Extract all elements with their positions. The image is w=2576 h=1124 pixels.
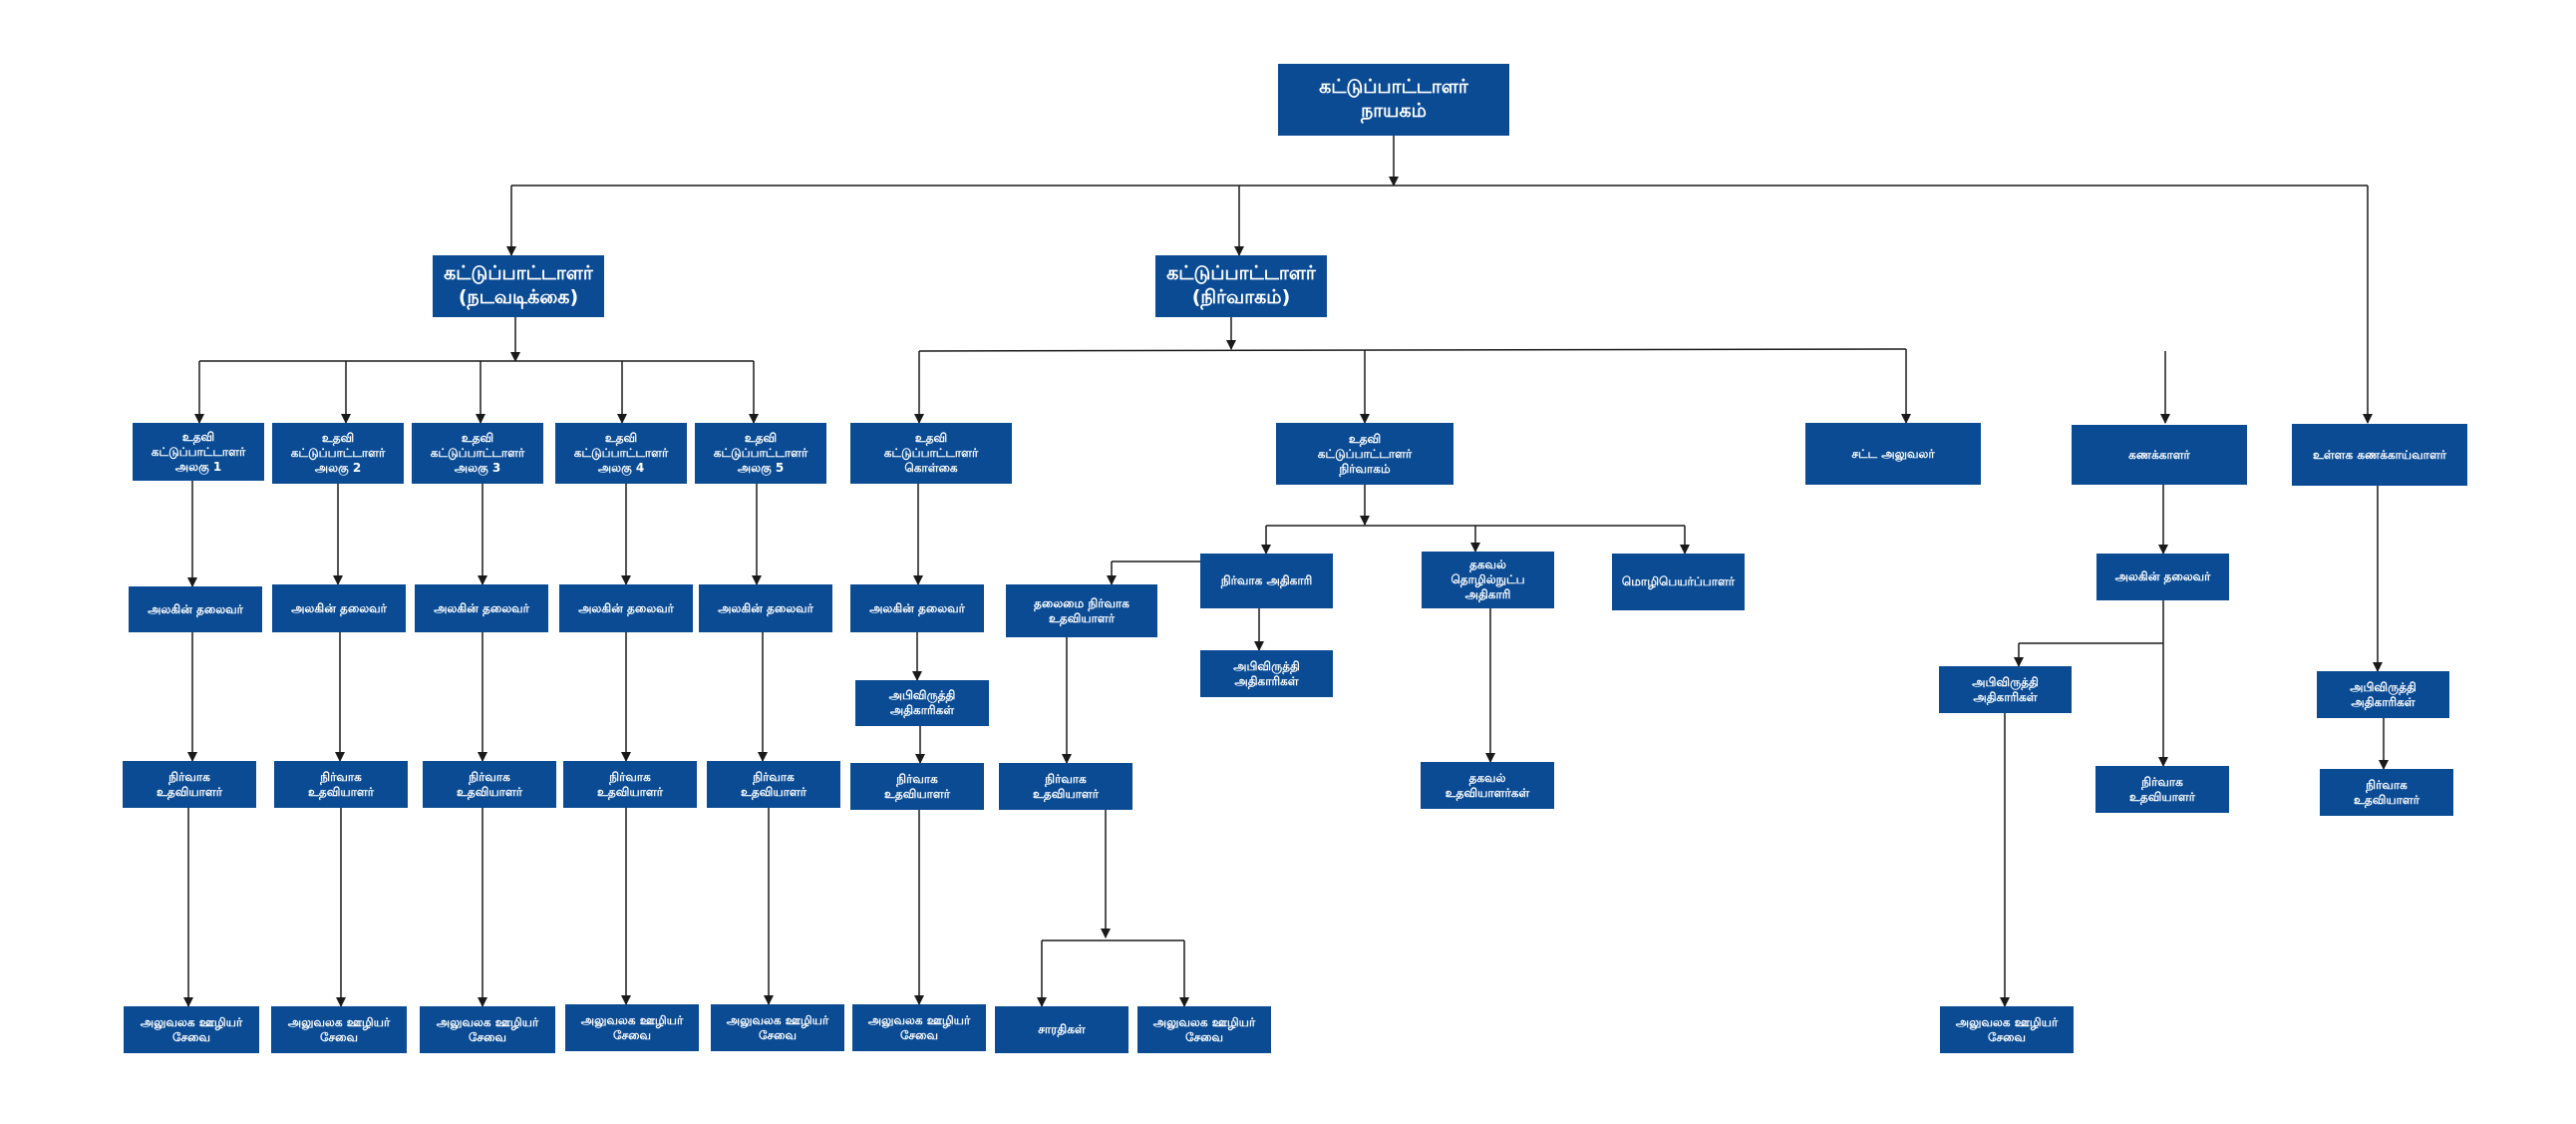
org-node-it-assist: தகவல் உதவியாளர்கள் (1421, 762, 1554, 809)
org-node-translator: மொழிபெயர்ப்பாளர் (1612, 554, 1745, 610)
org-node-ow1: அலுவலக ஊழியர் சேவை (124, 1006, 259, 1053)
org-node-u4: உதவி கட்டுப்பாட்டாளர் அலகு 4 (555, 423, 687, 484)
org-node-h2: அலகின் தலைவர் (272, 584, 406, 632)
org-node-ma1: நிர்வாக உதவியாளர் (123, 761, 256, 808)
org-node-ma5: நிர்வாக உதவியாளர் (707, 761, 840, 808)
org-node-u2: உதவி கட்டுப்பாட்டாளர் அலகு 2 (272, 423, 404, 484)
org-node-ma-policy: நிர்வாக உதவியாளர் (850, 763, 984, 810)
org-node-ceo: கட்டுப்பாட்டாளர் நாயகம் (1278, 64, 1509, 136)
org-node-h-acc: அலகின் தலைவர் (2096, 554, 2229, 600)
org-node-admin-ac: உதவி கட்டுப்பாட்டாளர் நிர்வாகம் (1276, 423, 1453, 485)
org-node-ctrl-admin: கட்டுப்பாட்டாளர் (நிர்வாகம்) (1155, 255, 1327, 317)
org-node-accountant: கணக்காளர் (2072, 425, 2247, 485)
org-node-ma2: நிர்வாக உதவியாளர் (274, 761, 408, 808)
org-node-h-policy: அலகின் தலைவர் (850, 584, 984, 632)
org-node-legal: சட்ட அலுவலர் (1805, 423, 1981, 485)
org-node-h4: அலகின் தலைவர் (559, 584, 693, 632)
org-node-ow-policy: அலுவலக ஊழியர் சேவை (852, 1004, 986, 1051)
org-node-internal-audit: உள்ளக கணக்காய்வாளர் (2292, 424, 2467, 486)
org-node-ow3: அலுவலக ஊழியர் சேவை (420, 1006, 555, 1053)
org-node-h5: அலகின் தலைவர் (699, 584, 832, 632)
connector-line-13 (918, 348, 1907, 352)
org-node-h3: அலகின் தலைவர் (415, 584, 548, 632)
org-node-ow-admin: அலுவலக ஊழியர் சேவை (1137, 1006, 1271, 1053)
org-node-h1: அலகின் தலைவர் (129, 586, 262, 632)
org-node-ow5: அலுவலக ஊழியர் சேவை (711, 1004, 844, 1051)
org-node-u5: உதவி கட்டுப்பாட்டாளர் அலகு 5 (695, 423, 826, 484)
org-node-dev-acc: அபிவிருத்தி அதிகாரிகள் (1939, 666, 2072, 713)
org-node-dev-admin: அபிவிருத்தி அதிகாரிகள் (1200, 650, 1333, 697)
org-node-ow4: அலுவலக ஊழியர் சேவை (565, 1004, 699, 1051)
org-node-ma-ia: நிர்வாக உதவியாளர் (2320, 769, 2453, 816)
org-node-dev-policy: அபிவிருத்தி அதிகாரிகள் (855, 680, 989, 726)
org-node-ma-acc: நிர்வாக உதவியாளர் (2095, 766, 2229, 813)
org-node-policy: உதவி கட்டுப்பாட்டாளர் கொள்கை (850, 423, 1012, 484)
org-node-ow-acc: அலுவலக ஊழியர் சேவை (1940, 1006, 2074, 1053)
org-node-ma4: நிர்வாக உதவியாளர் (563, 761, 697, 808)
org-node-admin-officer: நிர்வாக அதிகாரி (1200, 554, 1333, 608)
org-node-ma-admin: நிர்வாக உதவியாளர் (999, 763, 1132, 810)
org-node-drivers: சாரதிகள் (995, 1006, 1128, 1053)
org-node-u3: உதவி கட்டுப்பாட்டாளர் அலகு 3 (412, 423, 543, 484)
org-node-chief-ma: தலைமை நிர்வாக உதவியாளர் (1006, 584, 1157, 637)
org-node-u1: உதவி கட்டுப்பாட்டாளர் அலகு 1 (133, 423, 264, 481)
org-node-dev-ia: அபிவிருத்தி அதிகாரிகள் (2317, 671, 2449, 718)
org-node-ma3: நிர்வாக உதவியாளர் (423, 761, 556, 808)
org-node-ctrl-ops: கட்டுப்பாட்டாளர் (நடவடிக்கை) (433, 255, 604, 317)
org-node-ow2: அலுவலக ஊழியர் சேவை (271, 1006, 407, 1053)
org-node-it-officer: தகவல் தொழில்நுட்ப அதிகாரி (1422, 552, 1554, 608)
